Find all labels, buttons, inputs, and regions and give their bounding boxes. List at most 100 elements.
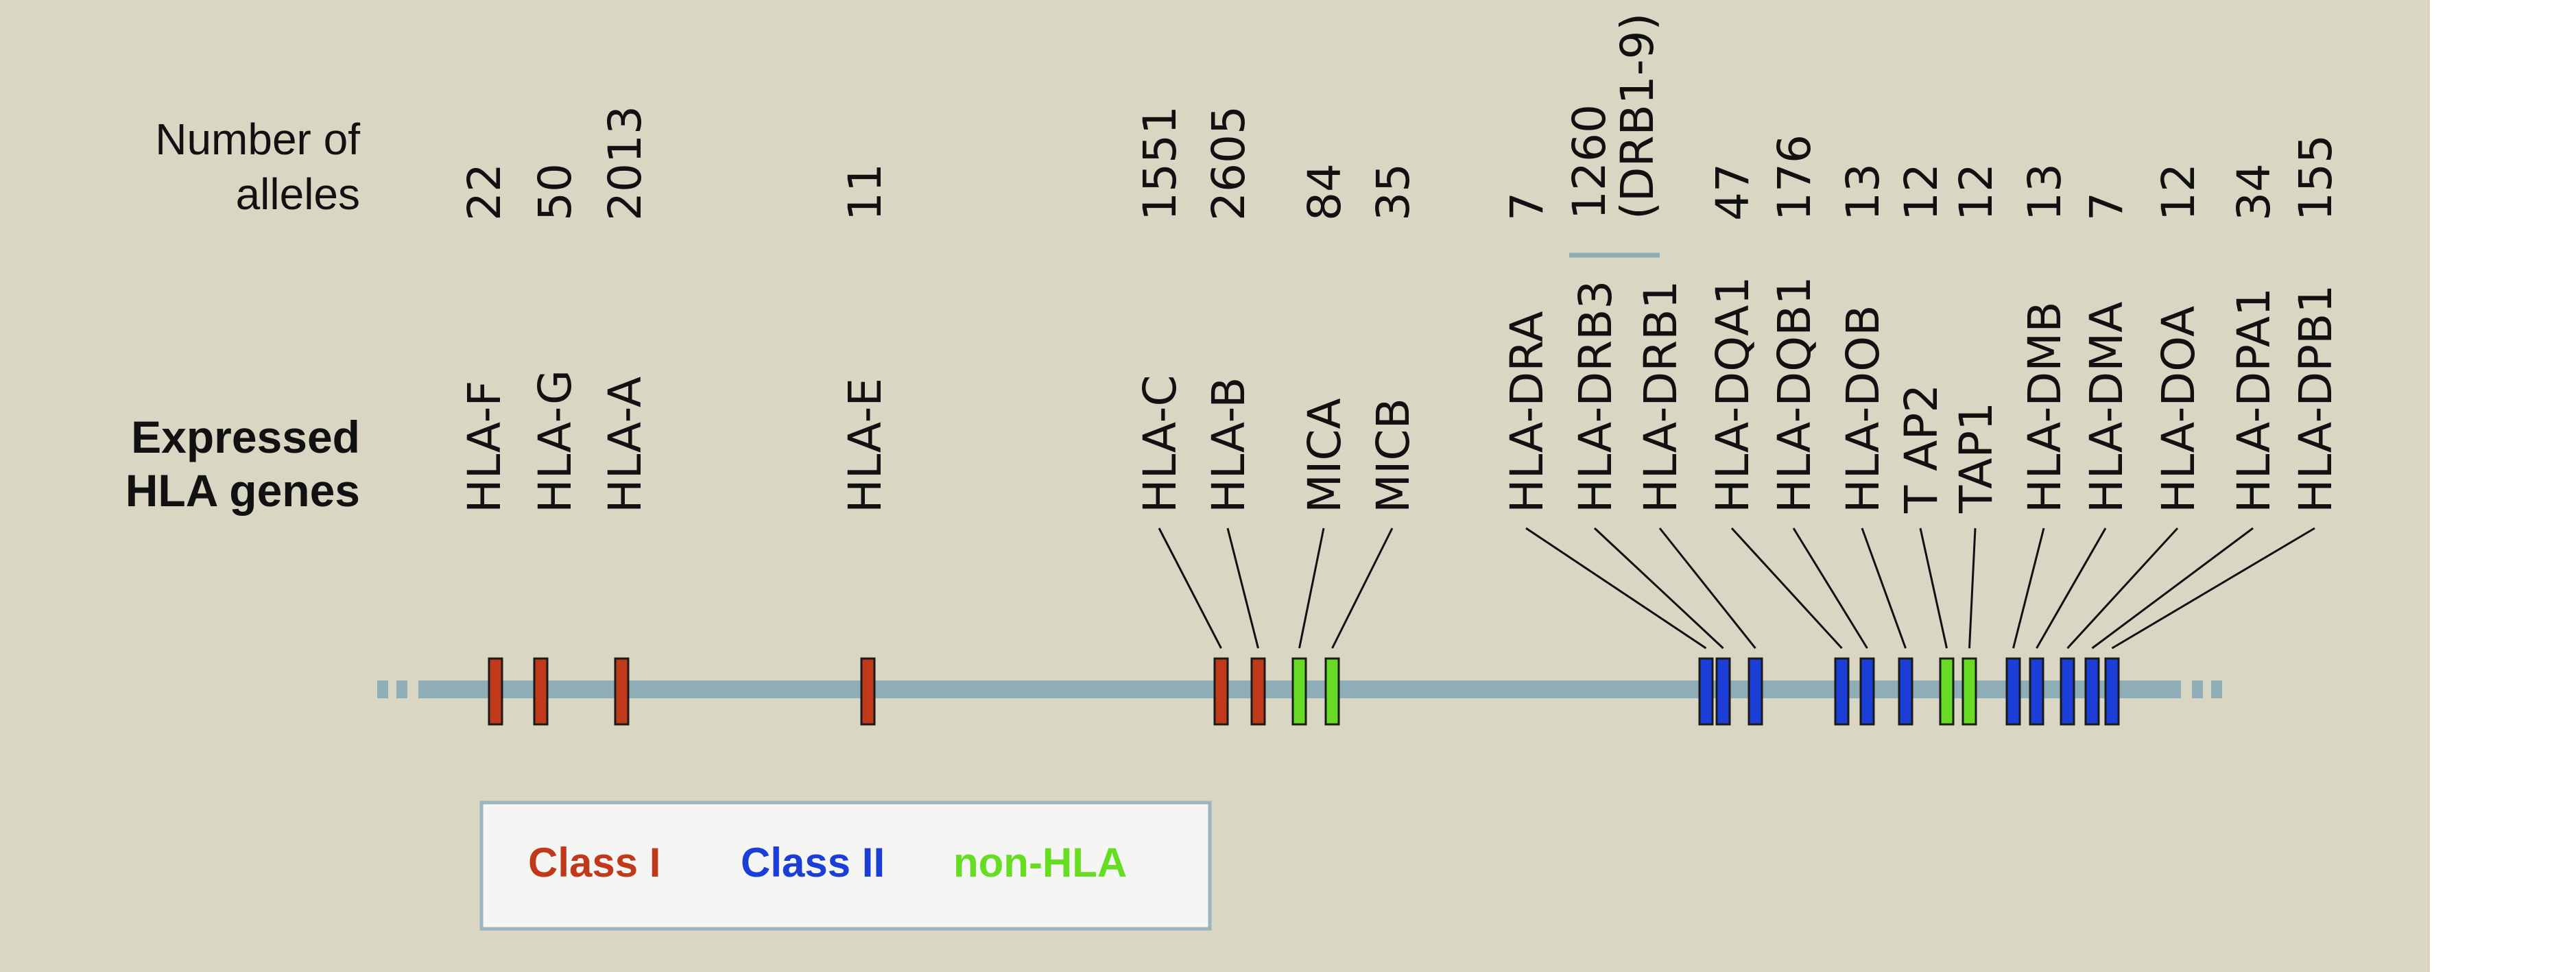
gene-block-hla-drb1 [1748, 657, 1763, 726]
gene-label-hla-dmb: HLA-DMB [2018, 302, 2071, 513]
allele-count-hla-dpa1: 34 [2228, 163, 2280, 221]
leader-line-hla-doa [2066, 527, 2179, 650]
leader-line-mica [1298, 528, 1325, 649]
allele-count-micb: 35 [1367, 163, 1420, 221]
gene-label-hla-dpb1: HLA-DPB1 [2289, 285, 2342, 513]
gene-block-micb [1324, 657, 1340, 726]
gene-label-hla-doa: HLA-DOA [2152, 306, 2205, 513]
allele-count-hla-dpb1: 155 [2289, 134, 2342, 221]
gene-block-hla-dmb [2005, 657, 2021, 726]
gene-label-hla-drb1: HLA-DRB1 [1634, 281, 1687, 513]
allele-count-hla-dob: 13 [1837, 163, 1889, 221]
gene-label-hla-dqb1: HLA-DQB1 [1768, 276, 1821, 513]
leader-line-hla-dqb1 [1792, 528, 1868, 649]
gene-block-hla-dpa1 [2084, 657, 2100, 726]
gene-block-hla-dqa1 [1834, 657, 1850, 726]
legend-box [479, 801, 1212, 931]
allele-count-hla-b: 2605 [1202, 106, 1255, 221]
genes-row-label-line2: HLA genes [126, 465, 360, 516]
legend-class-i: Class I [528, 840, 660, 886]
leader-line-hla-b [1226, 528, 1259, 649]
leader-line-hla-drb1 [1658, 528, 1756, 649]
gene-label-hla-c: HLA-C [1134, 375, 1186, 513]
leader-line-hla-dra [1525, 527, 1707, 650]
leader-line-hla-drb3 [1593, 527, 1724, 650]
chromosome-dash-right-2 [2211, 680, 2222, 698]
genes-row-label-line1: Expressed [131, 412, 360, 462]
gene-label-hla-dpa1: HLA-DPA1 [2228, 287, 2280, 513]
drb-group-alleles-line2: (DRB1-9) [1611, 13, 1664, 220]
leader-line-tap1 [1968, 528, 1977, 649]
gene-label-mica: MICA [1298, 398, 1351, 513]
allele-count-hla-dma: 7 [2080, 192, 2133, 221]
leader-line-hla-c [1158, 528, 1222, 649]
gene-label-hla-g: HLA-G [529, 370, 582, 513]
allele-count-t-ap2: 12 [1895, 163, 1948, 221]
legend-class-ii: Class II [741, 840, 885, 886]
gene-label-hla-dqa1: HLA-DQA1 [1706, 276, 1759, 513]
leader-line-hla-dmb [2012, 528, 2045, 649]
gene-labels: HLA-F HLA-G HLA-A HLA-E HLA-C HLA-B MICA MICB HL… [458, 276, 2342, 514]
alleles-row-label-line1: Number of [155, 115, 360, 164]
gene-block-hla-g [533, 657, 549, 726]
leader-line-hla-dqa1 [1730, 527, 1843, 650]
leader-line-hla-dma [2036, 528, 2107, 649]
leader-line-hla-dpb1 [2111, 527, 2315, 650]
gene-label-hla-drb3: HLA-DRB3 [1569, 281, 1622, 513]
gene-block-hla-c [1213, 657, 1229, 726]
gene-leader-lines [1158, 527, 2315, 650]
gene-label-hla-dma: HLA-DMA [2080, 302, 2133, 513]
gene-label-hla-b: HLA-B [1202, 377, 1255, 513]
legend: Class I Class II non-HLA [479, 801, 1212, 931]
gene-label-tap1: TAP1 [1950, 402, 2003, 514]
allele-count-hla-dmb: 13 [2018, 163, 2071, 221]
allele-count-hla-e: 11 [839, 163, 892, 221]
gene-block-mica [1291, 657, 1307, 726]
allele-count-hla-g: 50 [529, 163, 582, 221]
gene-label-micb: MICB [1367, 398, 1420, 513]
gene-block-hla-e [860, 657, 876, 726]
figure-background [0, 0, 2430, 972]
gene-block-tap1 [1961, 657, 1977, 726]
gene-label-hla-a: HLA-A [599, 377, 652, 513]
drb-group-alleles-line1: 1260 [1563, 104, 1616, 220]
chromosome-dash-left-2 [396, 680, 407, 698]
allele-count-hla-dqa1: 47 [1706, 163, 1759, 221]
gene-block-t-ap2 [1939, 657, 1955, 726]
allele-count-hla-dqb1: 176 [1768, 134, 1821, 221]
gene-block-hla-b [1250, 657, 1266, 726]
gene-block-hla-a [614, 657, 630, 726]
allele-count-hla-c: 1551 [1134, 106, 1186, 221]
allele-count-hla-a: 2013 [599, 106, 652, 221]
leader-line-t-ap2 [1919, 528, 1948, 649]
leader-line-hla-dob [1861, 528, 1907, 649]
gene-block-hla-dpb1 [2104, 657, 2120, 726]
gene-label-hla-f: HLA-F [458, 381, 511, 513]
gene-block-hla-drb3 [1715, 657, 1731, 726]
gene-label-hla-e: HLA-E [839, 378, 892, 513]
allele-count-hla-doa: 12 [2152, 163, 2205, 221]
legend-non-hla: non-HLA [953, 840, 1127, 886]
gene-block-hla-f [488, 657, 503, 726]
leader-line-micb [1331, 528, 1394, 649]
allele-count-mica: 84 [1298, 163, 1351, 221]
gene-block-hla-dob [1898, 657, 1913, 726]
gene-block-hla-dma [2029, 657, 2044, 726]
allele-count-hla-f: 22 [458, 163, 511, 221]
allele-count-hla-dra: 7 [1501, 192, 1553, 221]
alleles-row-label-line2: alleles [236, 169, 360, 219]
gene-label-hla-dob: HLA-DOB [1837, 305, 1889, 513]
gene-blocks [488, 657, 2120, 726]
gene-block-hla-doa [2060, 657, 2075, 726]
hla-gene-map-figure: Number of alleles Expressed HLA genes 12… [0, 0, 2430, 972]
gene-label-hla-dra: HLA-DRA [1501, 311, 1553, 513]
allele-count-tap1: 12 [1950, 163, 2003, 221]
chromosome-dash-right-1 [2192, 680, 2203, 698]
gene-label-t-ap2: T AP2 [1895, 384, 1948, 514]
hla-gene-map: Number of alleles Expressed HLA genes 12… [0, 0, 2430, 972]
gene-block-hla-dra [1698, 657, 1714, 726]
gene-block-hla-dqb1 [1859, 657, 1875, 726]
chromosome-dash-left-1 [377, 680, 388, 698]
leader-line-hla-dpa1 [2091, 527, 2254, 650]
